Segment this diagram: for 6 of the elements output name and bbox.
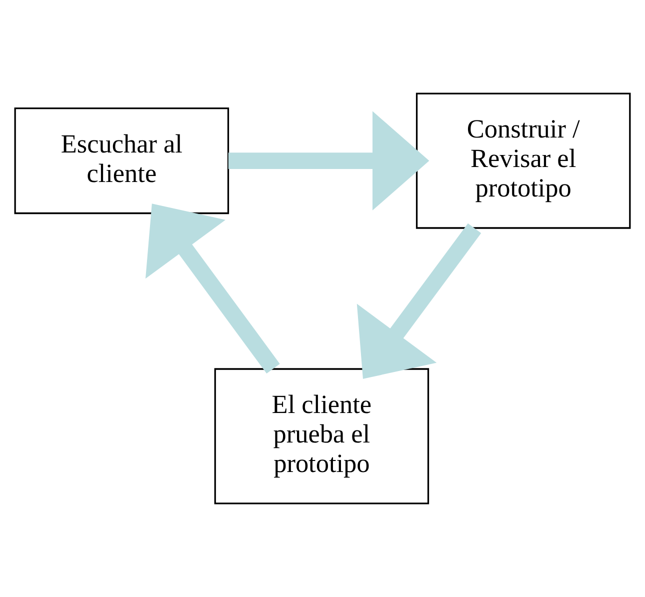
arrow (228, 111, 430, 210)
node-box: El cliente prueba el prototipo (214, 368, 430, 504)
node-box: Construir / Revisar el prototipo (416, 92, 631, 229)
arrow (356, 223, 482, 379)
arrow (146, 204, 280, 374)
node-box: Escuchar al cliente (14, 108, 230, 214)
